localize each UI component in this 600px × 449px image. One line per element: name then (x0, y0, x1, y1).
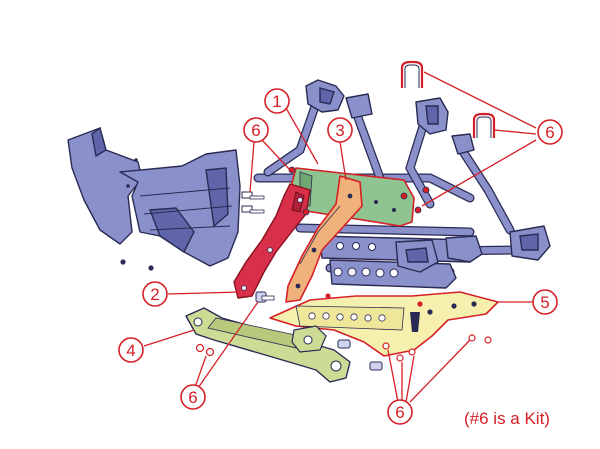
callout-6-bottom-center: 6 (387, 399, 413, 425)
leader-lines (143, 71, 542, 403)
part-3-orange-bracket (285, 175, 363, 303)
part-2-red-bracket (233, 183, 311, 299)
svg-text:6: 6 (251, 121, 260, 140)
side-shroud-panels (67, 126, 241, 271)
svg-text:6: 6 (395, 403, 404, 422)
callout-4: 4 (118, 337, 144, 363)
callout-3: 3 (327, 117, 353, 143)
callout-5: 5 (532, 289, 558, 315)
svg-text:6: 6 (545, 123, 554, 142)
callout-6-top-right: 6 (537, 119, 563, 145)
svg-text:2: 2 (150, 285, 159, 304)
callout-1: 1 (264, 88, 290, 114)
kit-note: (#6 is a Kit) (464, 409, 550, 428)
svg-text:3: 3 (335, 121, 344, 140)
callout-6-top-left: 6 (243, 117, 269, 143)
hardware-kit-parts (195, 60, 496, 371)
svg-text:4: 4 (126, 341, 135, 360)
lower-frame-rails (319, 235, 483, 289)
part-4-green-arm (185, 307, 351, 383)
callout-2: 2 (142, 281, 168, 307)
callout-6-bottom-left: 6 (180, 384, 206, 410)
svg-text:5: 5 (540, 293, 549, 312)
svg-text:1: 1 (272, 92, 281, 111)
part-5-yellow-plate (269, 291, 499, 357)
svg-text:6: 6 (188, 388, 197, 407)
frame-top-mounts (305, 79, 551, 261)
